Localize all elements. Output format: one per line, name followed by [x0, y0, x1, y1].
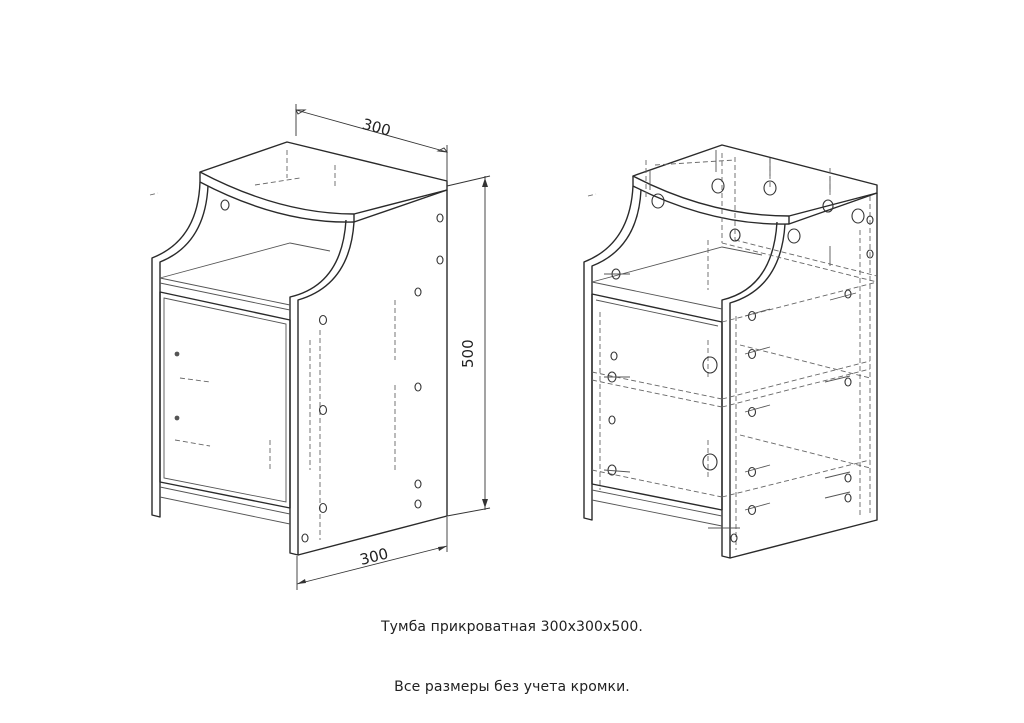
right-side-transparent — [721, 193, 878, 559]
drawing-title: Тумба прикроватная 300х300х500. — [381, 619, 643, 635]
technical-drawing: 300 500 300 — [149, 104, 878, 590]
dimension-label-top: 300 — [360, 115, 392, 140]
fastener-holes-left — [174, 199, 444, 543]
hidden-lines-left — [149, 150, 396, 540]
door — [159, 291, 291, 509]
shelf-door-transparent — [591, 246, 763, 527]
nightstand-solid-view: 300 500 300 — [149, 104, 491, 590]
top-board-transparent — [632, 144, 878, 225]
left-side-transparent — [583, 185, 642, 521]
top-board — [199, 141, 448, 223]
drawing-note: Все размеры без учета кромки. — [394, 679, 630, 695]
dimension-label-bottom: 300 — [358, 545, 390, 569]
plinth — [159, 486, 291, 525]
dimension-height — [446, 175, 491, 517]
dimension-top — [295, 104, 448, 182]
hidden-lines-right — [587, 153, 878, 550]
left-side-panel — [151, 181, 209, 518]
shelf — [159, 242, 331, 311]
nightstand-transparent-view — [583, 144, 878, 559]
dimension-label-height: 500 — [459, 339, 477, 368]
right-side-panel — [289, 190, 448, 556]
dimension-bottom — [296, 517, 448, 590]
fittings-transparent — [603, 150, 874, 543]
